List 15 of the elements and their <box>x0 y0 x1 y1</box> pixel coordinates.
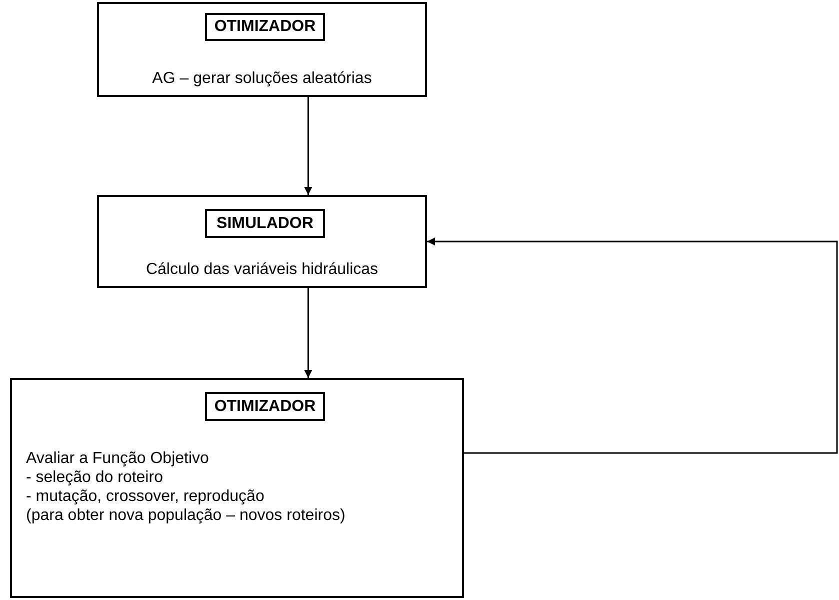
box-text: - mutação, crossover, reprodução <box>26 488 264 506</box>
box-text: Avaliar a Função Objetivo <box>26 450 209 468</box>
title-box: OTIMIZADOR <box>205 392 325 421</box>
title-box: OTIMIZADOR <box>205 13 325 41</box>
process-box <box>10 378 464 598</box>
process-box <box>97 2 427 97</box>
box-text: Cálculo das variáveis hidráulicas <box>144 261 380 279</box>
arrow <box>427 238 838 454</box>
arrow <box>304 288 312 378</box>
box-text: AG – gerar soluções aleatórias <box>151 70 373 88</box>
arrow <box>304 97 312 195</box>
box-text: (para obter nova população – novos roteiros) <box>26 507 346 525</box>
box-text: - seleção do roteiro <box>26 469 163 487</box>
process-box <box>97 195 427 288</box>
title-box: SIMULADOR <box>205 209 325 238</box>
